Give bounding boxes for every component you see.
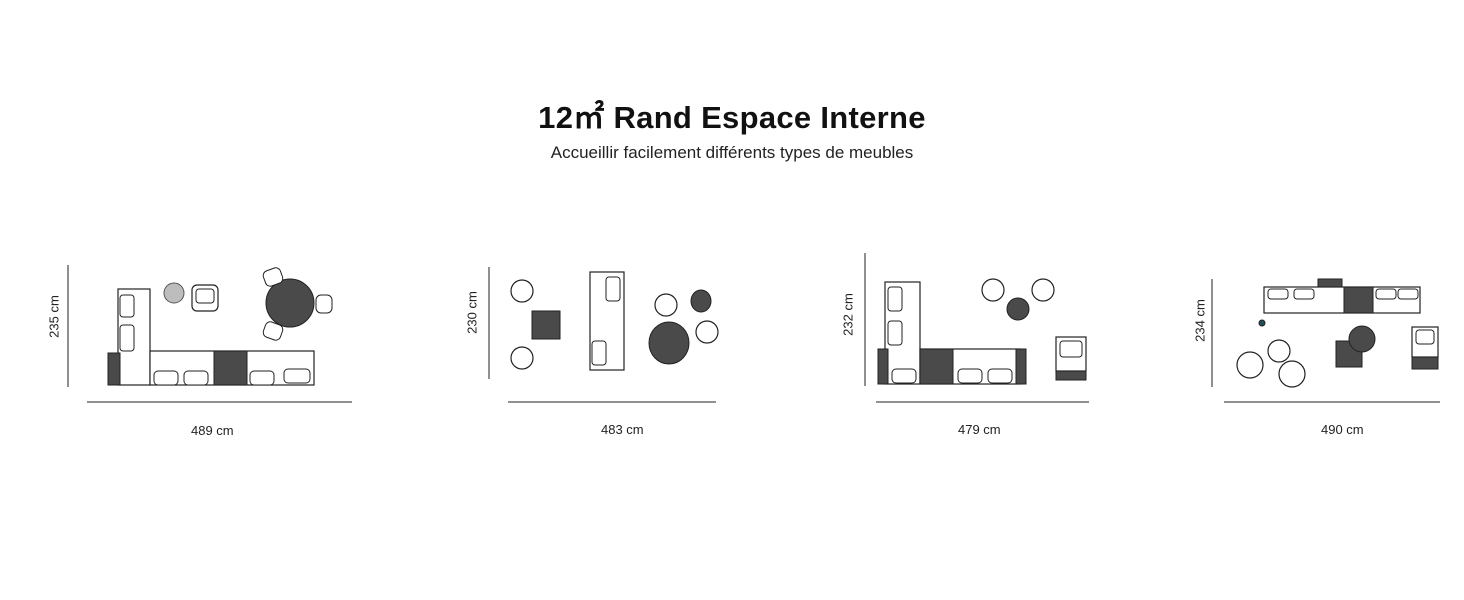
width-dimension-label: 490 cm [1321, 422, 1364, 437]
width-dimension-label: 479 cm [958, 422, 1001, 437]
page-title: 12㎡ Rand Espace Interne [538, 100, 926, 135]
page-subtitle: Accueillir facilement différents types d… [550, 143, 914, 162]
floor-plan-3-drawing [864, 253, 1089, 403]
floor-plan-2-drawing [488, 267, 719, 403]
layout-plan-2: 230 cm 483 cm [460, 255, 740, 445]
width-dimension-label: 483 cm [601, 422, 644, 437]
layout-plan-4: 234 cm 490 cm [1180, 265, 1450, 445]
layout-plan-1: 235 cm 489 cm [40, 255, 370, 445]
height-dimension-label: 232 cm [840, 293, 856, 336]
height-dimension-label: 235 cm [46, 295, 62, 338]
floor-plan-4-drawing [1211, 278, 1440, 403]
layout-plan-3: 232 cm 479 cm [840, 245, 1110, 445]
height-dimension-label: 230 cm [464, 291, 480, 334]
height-dimension-label: 234 cm [1192, 299, 1208, 342]
width-dimension-label: 489 cm [191, 423, 234, 438]
floor-plan-1-drawing [67, 265, 352, 403]
